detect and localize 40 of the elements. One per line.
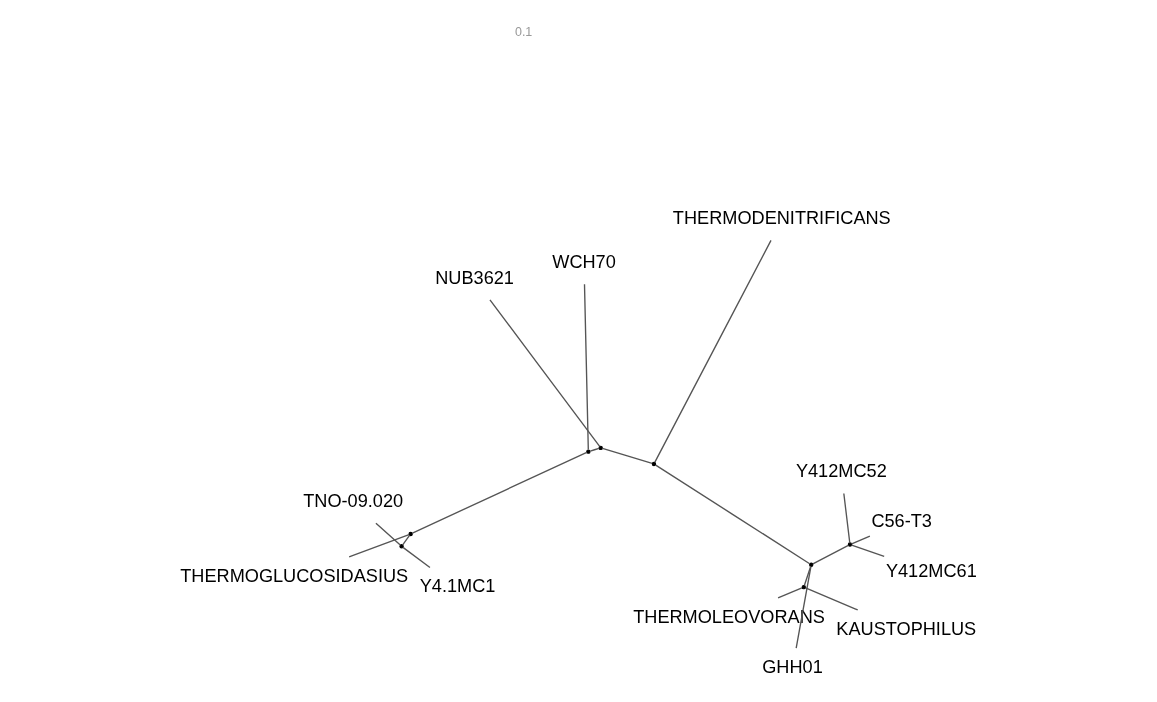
node-text: THERMODENITRIFICANS: [672, 208, 891, 229]
connector: [401, 534, 410, 546]
node-point: [651, 461, 656, 467]
connector: [804, 587, 858, 611]
connector: [811, 544, 849, 565]
connector: [401, 546, 431, 569]
node-text: KAUSTOPHILUS: [835, 618, 976, 639]
node-point: [585, 449, 591, 454]
connector: [850, 535, 871, 545]
connector: [653, 239, 772, 464]
node-point: [847, 542, 852, 547]
node-text: Y412MC52: [795, 461, 887, 482]
connector: [601, 447, 653, 465]
connector: [850, 544, 885, 558]
node-text: THERMOGLUCOSIDASIUS: [179, 565, 408, 586]
connector: [488, 299, 600, 448]
node-text: Y412MC61: [885, 561, 977, 582]
label: 0.1: [514, 25, 532, 40]
connector: [583, 283, 589, 451]
node-text: THERMOLEOVORANS: [632, 606, 825, 627]
node-text: WCH70: [551, 252, 616, 273]
node-point: [407, 531, 413, 537]
connector: [803, 565, 811, 586]
connector: [589, 447, 600, 452]
node-text: Y4.1MC1: [419, 576, 495, 597]
node-point: [808, 562, 813, 567]
node-text: C56-T3: [870, 511, 932, 532]
connector: [776, 587, 803, 599]
node-text: NUB3621: [434, 267, 514, 288]
node-point: [398, 544, 404, 549]
node-point: [598, 445, 603, 451]
connector: [374, 522, 401, 546]
connector: [795, 565, 812, 649]
connector: [411, 451, 587, 534]
connector: [348, 533, 410, 558]
node-text: TNO-09.020: [302, 491, 403, 512]
connector: [842, 492, 850, 544]
node-text: GHH01: [761, 657, 823, 678]
connector: [654, 464, 810, 565]
node-point: [801, 584, 806, 590]
